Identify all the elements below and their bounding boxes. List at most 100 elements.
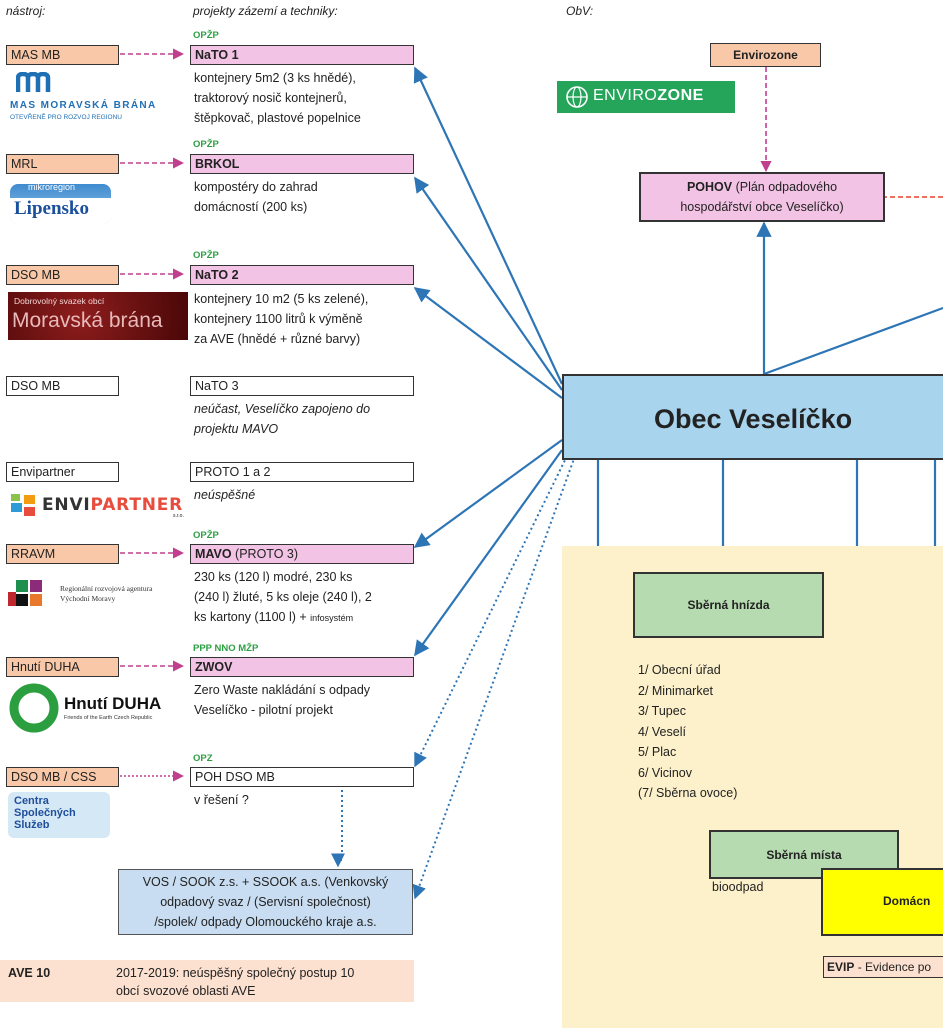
obec-veselicko-box: Obec Veselíčko: [562, 374, 943, 460]
duha-name: Hnutí DUHA: [64, 694, 162, 713]
project-name: MAVO: [195, 547, 232, 561]
domacnosti-label: Domácn: [883, 894, 931, 908]
project-desc-nato1: kontejnery 5m2 (3 ks hnědé), traktorový …: [194, 68, 361, 128]
project-desc-mavo: 230 ks (120 l) modré, 230 ks (240 l) žlu…: [194, 567, 372, 628]
dso-moravska-brana-logo: Dobrovolný svazek obcí Moravská brána: [8, 292, 188, 340]
obec-title: Obec Veselíčko: [654, 404, 853, 434]
envipartner-logo: ENVIPARTNER s.r.o.: [8, 493, 188, 521]
project-box-brkol: BRKOL: [190, 154, 414, 174]
mas-moravska-brana-logo: MAS MORAVSKÁ BRÁNA OTEVŘENĚ PRO ROZVOJ R…: [8, 72, 188, 130]
envirozone-box: Envirozone: [710, 43, 821, 67]
list-item: (7/ Sběrna ovoce): [638, 786, 738, 800]
desc-line: ks kartony (1100 l) +: [194, 610, 307, 624]
domacnosti-box: Domácn: [821, 868, 943, 936]
ave-line: obcí svozové oblasti AVE: [116, 984, 256, 998]
fund-label: PPP NNO MŽP: [193, 643, 259, 654]
rravm-line1: Regionální rozvojová agentura: [60, 584, 153, 593]
hnuti-duha-logo: Hnutí DUHA Friends of the Earth Czech Re…: [8, 682, 188, 734]
arrow-obec-brkol: [414, 176, 563, 391]
project-box-mavo: MAVO (PROTO 3): [190, 544, 414, 564]
project-box-nato2: NaTO 2: [190, 265, 414, 285]
project-box-zwov: ZWOV: [190, 657, 414, 677]
dotted-poh-vos: [331, 790, 345, 868]
project-desc-poh-dso: v řešení ?: [194, 790, 249, 810]
duha-ring-icon: [9, 683, 59, 733]
css-line2: Společných: [14, 807, 76, 819]
css-line3: Služeb: [14, 819, 50, 831]
desc-line: 230 ks (120 l) modré, 230 ks: [194, 570, 353, 584]
evip-bold: EVIP: [827, 960, 855, 974]
list-item: 4/ Veselí: [638, 724, 686, 739]
fund-label: OPŽP: [193, 530, 219, 541]
project-desc-nato3: neúčast, Veselíčko zapojeno do projektu …: [194, 399, 370, 439]
desc-line: neúspěšné: [194, 488, 256, 502]
project-name: PROTO 1 a 2: [195, 465, 271, 479]
desc-line: projektu MAVO: [194, 422, 279, 436]
desc-line: (240 l) žluté, 5 ks oleje (240 l), 2: [194, 590, 372, 604]
tool-box-mrl: MRL: [6, 154, 119, 174]
header-projects: projekty zázemí a techniky:: [193, 4, 338, 18]
project-desc-nato2: kontejnery 10 m2 (5 ks zelené), kontejne…: [194, 289, 368, 349]
project-name: ZWOV: [195, 660, 233, 674]
css-line1: Centra: [14, 795, 49, 807]
dotted-obec-poh: [414, 455, 568, 768]
sberna-hnizda-list: 1/ Obecní úřad 2/ Minimarket 3/ Tupec 4/…: [638, 660, 737, 804]
mas-tag: OTEVŘENĚ PRO ROZVOJ REGIONU: [10, 114, 122, 121]
sberna-hnizda-box: Sběrná hnízda: [633, 572, 824, 638]
desc-line: neúčast, Veselíčko zapojeno do: [194, 402, 371, 416]
desc-line: kompostéry do zahrad: [194, 180, 318, 194]
ave-line: 2017-2019: neúspěšný společný postup 10: [116, 966, 355, 980]
fund-label: OPŽP: [193, 30, 219, 41]
list-item: 1/ Obecní úřad: [638, 663, 721, 677]
desc-line: v řešení ?: [194, 793, 249, 807]
envipartner-icon: [11, 494, 35, 516]
tool-box-mas-mb: MAS MB: [6, 45, 119, 65]
dotted-obec-vos: [412, 455, 576, 900]
sberna-mista-note: bioodpad: [712, 880, 764, 894]
fund-label: OPŽP: [193, 250, 219, 261]
desc-line: za AVE (hnědé + různé barvy): [194, 332, 361, 346]
project-name: NaTO 1: [195, 48, 239, 62]
desc-line: Veselíčko - pilotní projekt: [194, 703, 333, 717]
centra-spolecnych-sluzeb-logo: Centra Společných Služeb: [8, 792, 110, 838]
list-item: 2/ Minimarket: [638, 683, 714, 698]
header-tool: nástroj:: [6, 4, 46, 18]
desc-line: kontejnery 5m2 (3 ks hnědé),: [194, 71, 356, 85]
tool-box-dso-mb-2: DSO MB: [6, 376, 119, 396]
envi-a: ENVI: [42, 495, 91, 515]
tool-box-envipartner: Envipartner: [6, 462, 119, 482]
evip-rest: - Evidence po: [854, 960, 932, 974]
arrow-obec-nato2: [413, 287, 563, 399]
vos-line: odpadový svaz / (Servisní společnost): [160, 895, 371, 909]
desc-line: domácností (200 ks): [194, 200, 308, 214]
list-item: 5/ Plac: [638, 745, 677, 759]
mas-m-icon: [16, 72, 51, 92]
pohov-bold: POHOV: [686, 180, 733, 194]
tool-box-rravm: RRAVM: [6, 544, 119, 564]
mas-name: MAS MORAVSKÁ BRÁNA: [10, 100, 157, 111]
envi-sro: s.r.o.: [173, 513, 184, 519]
project-desc-brkol: kompostéry do zahrad domácností (200 ks): [194, 177, 318, 217]
ave-row: AVE 10 2017-2019: neúspěšný společný pos…: [0, 960, 414, 1002]
desc-line: traktorový nosič kontejnerů,: [194, 91, 347, 105]
project-box-nato3: NaTO 3: [190, 376, 414, 396]
project-desc-zwov: Zero Waste nakládání s odpady Veselíčko …: [194, 680, 370, 720]
pohov-line2: hospodářství obce Veselíčko): [680, 200, 844, 214]
ave-label: AVE 10: [8, 966, 51, 980]
arrow-obec-mavo: [413, 439, 563, 548]
project-box-proto: PROTO 1 a 2: [190, 462, 414, 482]
duha-tag: Friends of the Earth Czech Republic: [64, 715, 153, 721]
arrow-obec-zwov: [414, 449, 563, 657]
project-desc-proto: neúspěšné: [194, 485, 255, 505]
desc-line: kontejnery 10 m2 (5 ks zelené),: [194, 292, 369, 306]
fund-label: OPŽP: [193, 139, 219, 150]
vos-sook-box: VOS / SOOK z.s. + SSOOK a.s. (Venkovský …: [118, 869, 413, 935]
desc-line: štěpkovač, plastové popelnice: [194, 111, 361, 125]
dso-top: Dobrovolný svazek obcí: [14, 296, 105, 306]
dso-name: Moravská brána: [12, 309, 163, 332]
rravm-line2: Východní Moravy: [60, 594, 116, 603]
envirozone-b: ZONE: [657, 87, 704, 104]
vos-line: VOS / SOOK z.s. + SSOOK a.s. (Venkovský: [142, 875, 389, 889]
rravm-logo: Regionální rozvojová agentura Východní M…: [8, 578, 188, 616]
envirozone-logo: ENVIROZONE: [557, 81, 735, 113]
